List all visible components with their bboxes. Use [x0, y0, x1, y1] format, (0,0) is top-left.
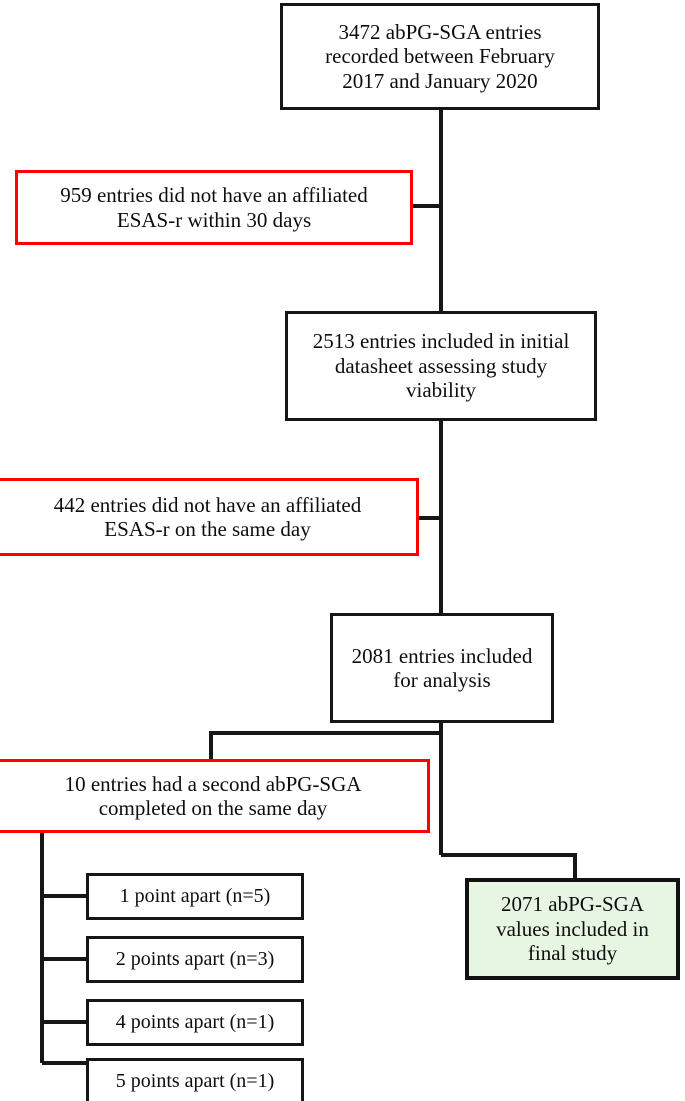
node-breakdown-1-point: 1 point apart (n=5) [86, 873, 304, 920]
node-source-records-label: 3472 abPG-SGA entries recorded between F… [325, 19, 555, 93]
node-included-analysis-label: 2081 entries included for analysis [351, 643, 533, 692]
node-exclusion-same-day: 442 entries did not have an affiliated E… [0, 478, 419, 556]
node-included-analysis: 2081 entries included for analysis [330, 613, 554, 723]
node-breakdown-5-points-label: 5 points apart (n=1) [115, 1069, 275, 1092]
node-exclusion-duplicate: 10 entries had a second abPG-SGA complet… [0, 759, 430, 833]
node-initial-datasheet: 2513 entries included in initial datashe… [285, 311, 597, 421]
node-exclusion-duplicate-label: 10 entries had a second abPG-SGA complet… [64, 771, 362, 820]
node-final-values-label: 2071 abPG-SGA values included in final s… [496, 892, 649, 966]
node-exclusion-30-days: 959 entries did not have an affiliated E… [15, 170, 413, 245]
node-exclusion-same-day-label: 442 entries did not have an affiliated E… [53, 492, 362, 541]
node-initial-datasheet-label: 2513 entries included in initial datashe… [312, 329, 570, 403]
node-source-records: 3472 abPG-SGA entries recorded between F… [280, 3, 600, 110]
node-breakdown-5-points: 5 points apart (n=1) [86, 1058, 304, 1101]
node-breakdown-4-points-label: 4 points apart (n=1) [115, 1010, 275, 1033]
node-final-values: 2071 abPG-SGA values included in final s… [465, 878, 680, 980]
node-exclusion-30-days-label: 959 entries did not have an affiliated E… [60, 183, 368, 232]
node-breakdown-1-point-label: 1 point apart (n=5) [119, 884, 271, 907]
connector-to-duplicate-exclusion [209, 731, 441, 759]
connector-to-final-box [441, 853, 577, 878]
node-breakdown-2-points-label: 2 points apart (n=3) [115, 947, 275, 970]
node-breakdown-2-points: 2 points apart (n=3) [86, 936, 304, 983]
node-breakdown-4-points: 4 points apart (n=1) [86, 999, 304, 1046]
